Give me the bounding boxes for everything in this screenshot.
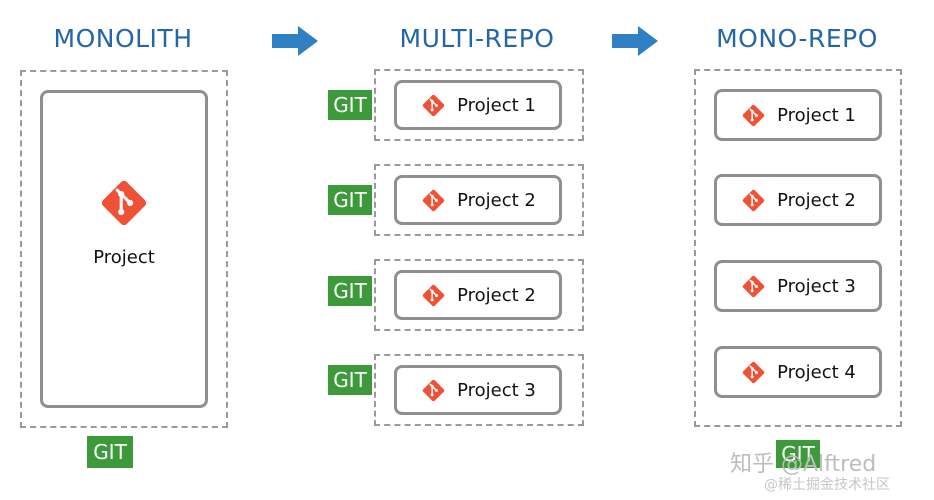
git-logo-icon	[420, 377, 447, 404]
multi-repo-title: MULTI-REPO	[399, 24, 555, 53]
multi-repo-project-box: Project 2	[394, 175, 562, 225]
project-label: Project 1	[777, 104, 856, 126]
project-label: Project 3	[457, 379, 536, 401]
mono-repo-git-badge: GIT	[776, 440, 820, 468]
project-label: Project 2	[777, 189, 856, 211]
monolith-repo-boundary	[20, 70, 228, 428]
git-logo-icon	[96, 175, 152, 231]
git-logo-icon	[740, 359, 767, 386]
multi-repo-boundary	[374, 69, 584, 141]
git-logo-icon	[420, 187, 447, 214]
project-label: Project 2	[457, 284, 536, 306]
mono-repo-project-box: Project 4	[714, 346, 882, 398]
mono-repo-title: MONO-REPO	[716, 24, 878, 53]
mono-repo-project-box: Project 1	[714, 89, 882, 141]
multi-repo-project-box: Project 1	[394, 80, 562, 130]
multi-repo-project-box: Project 3	[394, 365, 562, 415]
project-label: Project 4	[777, 361, 856, 383]
mono-repo-project-box: Project 2	[714, 174, 882, 226]
git-logo-icon	[420, 282, 447, 309]
project-label: Project 2	[457, 189, 536, 211]
git-logo-icon	[740, 187, 767, 214]
git-logo-icon	[420, 92, 447, 119]
project-label: Project 3	[777, 275, 856, 297]
right-arrow-icon	[272, 26, 318, 56]
multi-repo-git-badge: GIT	[328, 90, 372, 120]
multi-repo-boundary	[374, 164, 584, 236]
watermark-zhihu: 知乎 @Alftred	[730, 452, 877, 477]
monolith-project-label: Project	[93, 247, 155, 268]
project-label: Project 1	[457, 94, 536, 116]
multi-repo-git-badge: GIT	[328, 185, 372, 215]
multi-repo-boundary	[374, 354, 584, 426]
monolith-project-box: Project	[40, 90, 208, 408]
multi-repo-boundary	[374, 259, 584, 331]
multi-repo-project-box: Project 2	[394, 270, 562, 320]
mono-repo-project-box: Project 3	[714, 260, 882, 312]
right-arrow-icon	[612, 26, 658, 56]
git-logo-icon	[740, 273, 767, 300]
multi-repo-git-badge: GIT	[328, 276, 372, 306]
mono-repo-boundary	[694, 69, 902, 427]
watermark-juejin: @稀土掘金技术社区	[764, 477, 890, 493]
monolith-git-badge: GIT	[87, 436, 133, 468]
multi-repo-git-badge: GIT	[328, 365, 372, 395]
git-logo-icon	[740, 102, 767, 129]
monolith-title: MONOLITH	[53, 24, 193, 53]
